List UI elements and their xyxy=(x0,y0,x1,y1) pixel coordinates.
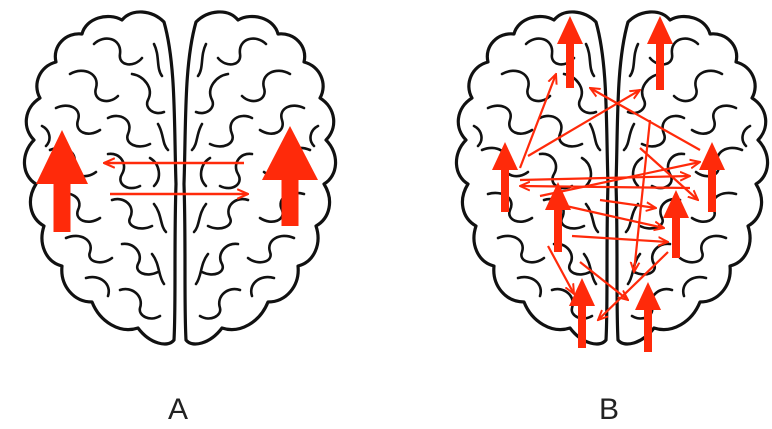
panel-label-a: A xyxy=(148,393,208,427)
panel-a xyxy=(24,12,335,344)
panel-b xyxy=(456,12,767,352)
panel-label-b: B xyxy=(579,393,639,427)
